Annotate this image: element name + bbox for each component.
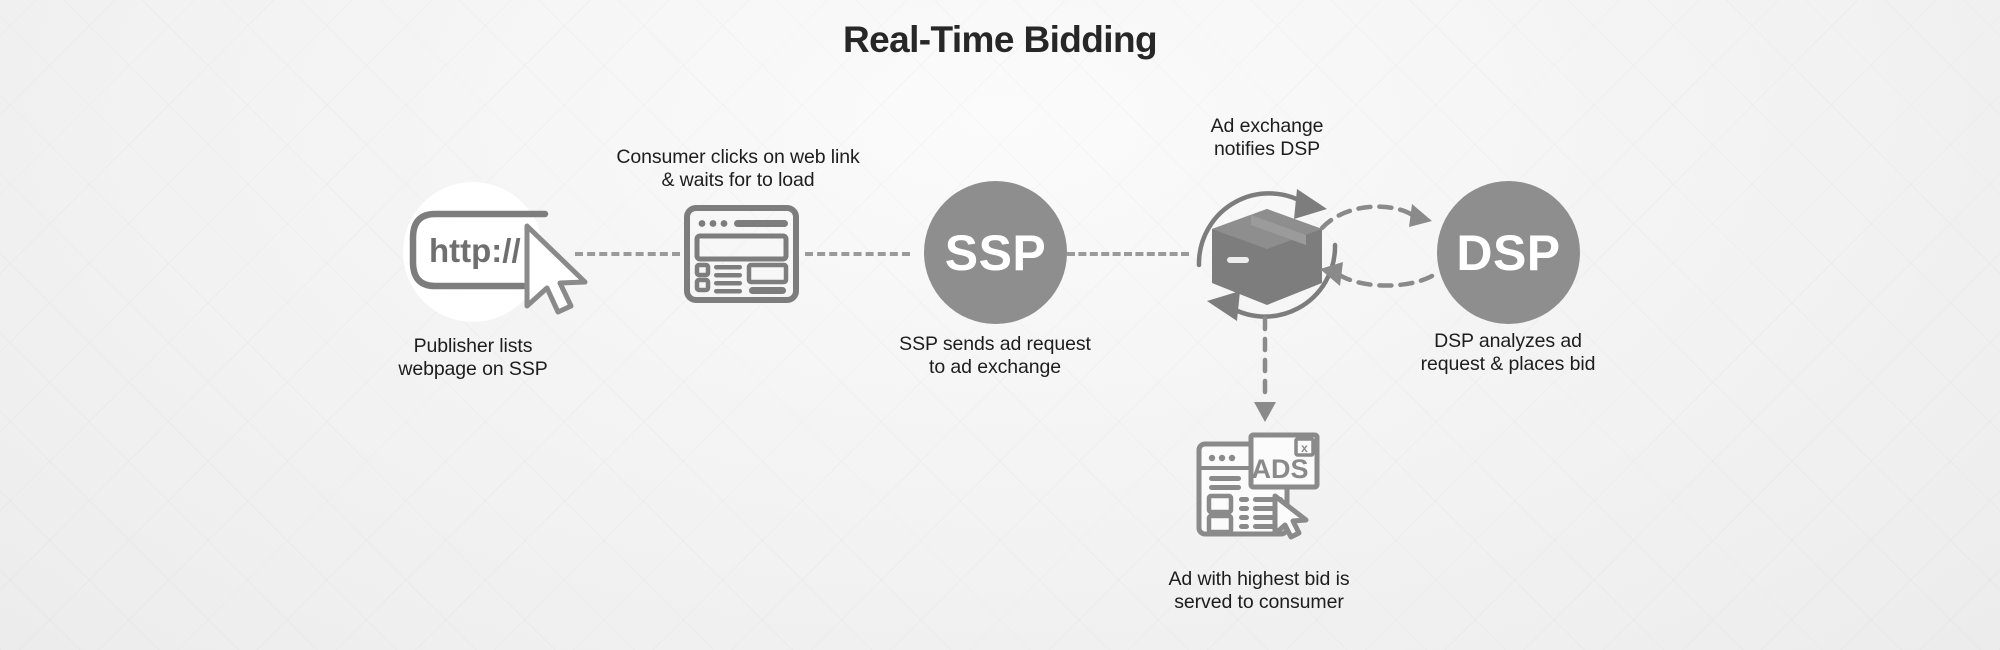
- ads-popup-browser-cursor-icon: x ADS: [1196, 428, 1321, 540]
- consumer-caption: Consumer clicks on web link & waits for …: [616, 146, 860, 191]
- publisher-halo-disc: [403, 182, 543, 322]
- ads-popup-label: ADS: [1251, 454, 1308, 484]
- connector-exchange-to-served-ad: [1250, 315, 1280, 428]
- http-address-bar-cursor-icon: http://: [405, 200, 595, 315]
- svg-text:http://: http://: [429, 232, 521, 269]
- connector-ssp-to-exchange: [1067, 252, 1189, 256]
- ads-popup-close-glyph: x: [1301, 441, 1308, 455]
- dsp-node: DSP: [1437, 181, 1580, 324]
- connector-publisher-to-consumer: [575, 252, 680, 256]
- ad-exchange-caption: Ad exchange notifies DSP: [1210, 115, 1324, 160]
- connector-consumer-to-ssp: [805, 252, 910, 256]
- connector-exchange-dsp-pair: [1316, 180, 1446, 290]
- ssp-caption: SSP sends ad request to ad exchange: [899, 333, 1091, 378]
- package-box-refresh-cycle-icon: [1177, 165, 1357, 345]
- publisher-caption: Publisher lists webpage on SSP: [398, 335, 548, 380]
- dsp-caption: DSP analyzes ad request & places bid: [1420, 330, 1596, 375]
- served-ad-caption: Ad with highest bid is served to consume…: [1168, 568, 1350, 613]
- page-title: Real-Time Bidding: [843, 19, 1158, 60]
- dsp-label: DSP: [1456, 224, 1561, 281]
- ssp-node: SSP: [924, 181, 1067, 324]
- browser-window-icon: [684, 205, 799, 303]
- ssp-label: SSP: [944, 224, 1047, 281]
